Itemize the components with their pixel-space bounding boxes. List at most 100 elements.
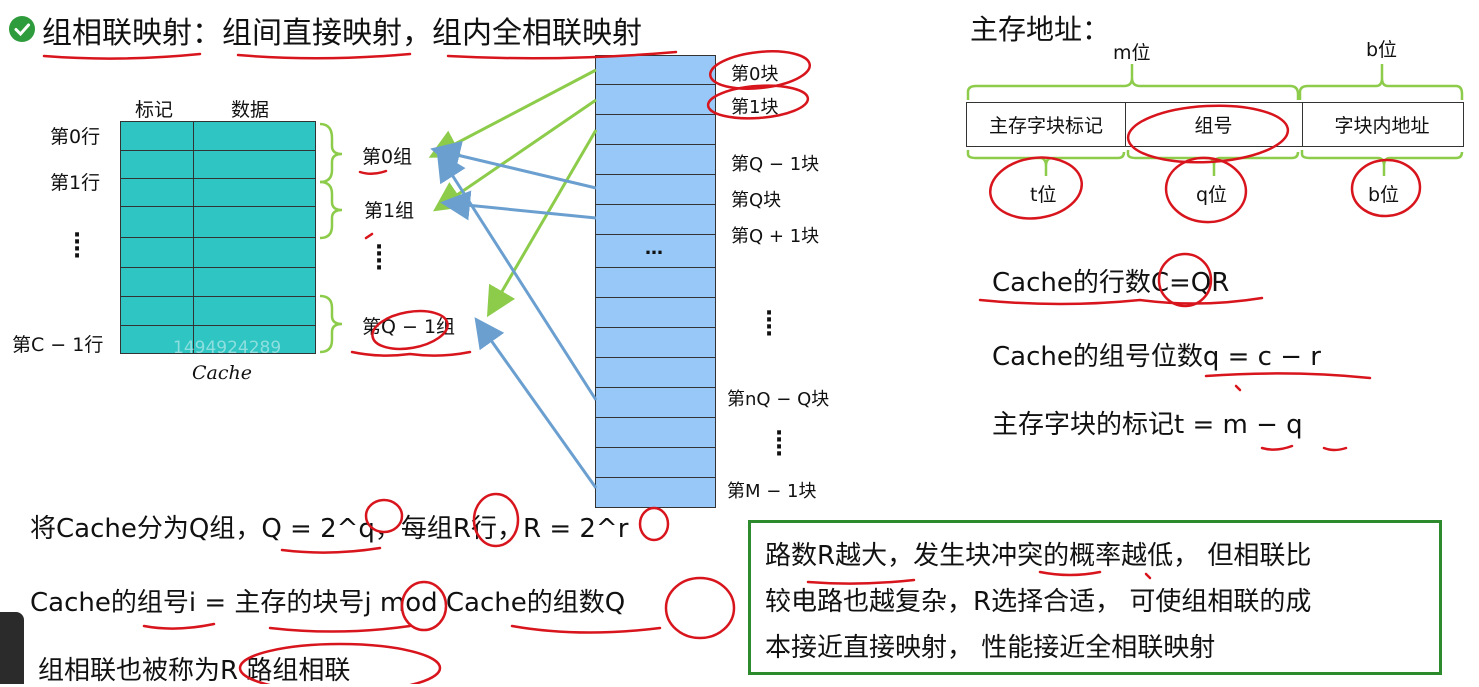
red-underline bbox=[280, 546, 382, 554]
note-line-1: 路数R越大，发生块冲突的概率越低， 但相联比 bbox=[765, 541, 1312, 571]
cache-line bbox=[121, 325, 315, 326]
memory-block-line bbox=[596, 114, 715, 115]
map-arrow-blue bbox=[474, 317, 598, 489]
red-underline bbox=[42, 52, 202, 60]
red-circle bbox=[1126, 104, 1290, 164]
red-circle bbox=[708, 50, 812, 90]
memory-block-line bbox=[596, 204, 715, 205]
cache-col-tag: 标记 bbox=[135, 99, 174, 121]
group-q-minus-1-label: 第Q − 1组 bbox=[362, 316, 456, 338]
formula-tag-bits: 主存字块的标记t = m − q bbox=[992, 410, 1303, 440]
red-underline bbox=[1204, 372, 1372, 380]
red-underline bbox=[1260, 444, 1294, 451]
red-circle bbox=[989, 156, 1083, 220]
memory-block-line bbox=[596, 417, 715, 418]
window-edge bbox=[0, 612, 24, 684]
title-part1: 组相联映射 bbox=[42, 16, 192, 51]
cache-line bbox=[121, 296, 315, 297]
block-q-minus-1-label: 第Q − 1块 bbox=[731, 154, 820, 175]
formula-group-bits: Cache的组号位数q = c − r bbox=[992, 342, 1321, 372]
title-comma: ， bbox=[402, 16, 432, 51]
map-arrow-green bbox=[433, 98, 597, 212]
map-arrow-blue bbox=[436, 150, 598, 401]
memory-block-line bbox=[596, 297, 715, 298]
note-line-3: 本接近直接映射， 性能接近全相联映射 bbox=[765, 633, 1216, 663]
field-group: 组号 bbox=[1125, 103, 1303, 146]
memory-block-line bbox=[596, 447, 715, 448]
address-braces bbox=[966, 64, 1464, 176]
red-underline bbox=[446, 50, 678, 60]
note-box: 路数R越大，发生块冲突的概率越低， 但相联比 较电路也越复杂，R选择合适， 可使… bbox=[748, 520, 1442, 675]
memory-block-line bbox=[596, 267, 715, 268]
cache-table bbox=[120, 121, 316, 354]
cache-col-data: 数据 bbox=[231, 99, 270, 121]
red-underline bbox=[510, 624, 662, 634]
block-q-label: 第Q块 bbox=[731, 190, 782, 211]
memory-block-line bbox=[596, 234, 715, 235]
block-nq-minus-q-label: 第nQ − Q块 bbox=[727, 389, 830, 410]
red-circle bbox=[371, 309, 449, 351]
group-0-label: 第0组 bbox=[362, 146, 413, 168]
red-circle bbox=[1157, 252, 1213, 308]
cache-line bbox=[121, 267, 315, 268]
red-circle bbox=[238, 642, 442, 684]
red-underline bbox=[236, 52, 412, 60]
red-circle bbox=[664, 576, 736, 640]
title-part2: 组间直接映射 bbox=[222, 16, 402, 51]
memory-block-line bbox=[596, 84, 715, 85]
red-mark bbox=[1144, 572, 1152, 580]
statement-r-way: 组相联也被称为R 路组相联 bbox=[38, 656, 351, 686]
memory-block-line bbox=[596, 387, 715, 388]
red-circle bbox=[1164, 156, 1248, 224]
statement-mapping: Cache的组号i = 主存的块号j mod Cache的组数Q bbox=[30, 588, 626, 618]
red-underline bbox=[978, 296, 1264, 306]
cache-line bbox=[121, 237, 315, 238]
main-memory-column bbox=[595, 55, 716, 508]
title-part3: 组内全相联映射 bbox=[432, 16, 642, 51]
red-circle bbox=[364, 498, 404, 534]
memory-block-line bbox=[596, 144, 715, 145]
block-m-minus-1-label: 第M − 1块 bbox=[727, 481, 817, 502]
address-field-box: 主存字块标记 组号 字块内地址 bbox=[966, 102, 1464, 147]
memory-mid-dots: … bbox=[645, 238, 663, 259]
cache-line bbox=[121, 178, 315, 179]
address-q-bits: q位 bbox=[1196, 184, 1228, 206]
memory-block-line bbox=[596, 477, 715, 478]
red-circle bbox=[638, 506, 670, 542]
red-mark bbox=[364, 232, 374, 240]
memory-block-line bbox=[596, 174, 715, 175]
check-circle-icon bbox=[9, 16, 35, 42]
cache-line bbox=[121, 206, 315, 207]
cache-group-braces bbox=[319, 122, 343, 354]
red-underline bbox=[1322, 446, 1348, 452]
block-dots-2: ···· bbox=[774, 421, 784, 467]
red-underline bbox=[358, 169, 388, 175]
red-underline bbox=[350, 350, 472, 357]
block-1-label: 第1块 bbox=[731, 97, 779, 118]
memory-block-line bbox=[596, 327, 715, 328]
slide-title: 组相联映射：组间直接映射，组内全相联映射 bbox=[42, 8, 642, 52]
cache-row-1: 第1行 bbox=[50, 172, 101, 194]
title-colon: ： bbox=[192, 16, 222, 51]
cache-row-c-minus-1: 第C − 1行 bbox=[12, 334, 104, 356]
red-circle bbox=[1350, 158, 1422, 218]
red-underline bbox=[806, 578, 916, 585]
red-annotations bbox=[42, 50, 1422, 684]
red-circle bbox=[706, 84, 810, 120]
red-circle bbox=[472, 492, 520, 548]
red-underline bbox=[142, 622, 216, 630]
red-underline bbox=[268, 624, 412, 633]
field-offset: 字块内地址 bbox=[1334, 115, 1430, 137]
map-arrow-blue bbox=[440, 190, 597, 221]
formula-line-count: Cache的行数C=QR bbox=[992, 268, 1230, 298]
memory-block-line bbox=[596, 357, 715, 358]
map-arrow-green bbox=[486, 129, 598, 318]
address-b-bits-bottom: b位 bbox=[1368, 184, 1400, 206]
block-q-plus-1-label: 第Q + 1块 bbox=[731, 226, 820, 247]
block-0-label: 第0块 bbox=[731, 64, 779, 85]
cache-line bbox=[121, 150, 315, 151]
address-t-bits: t位 bbox=[1030, 184, 1057, 206]
map-arrow-green bbox=[428, 68, 597, 158]
address-heading: 主存地址： bbox=[970, 13, 1111, 46]
